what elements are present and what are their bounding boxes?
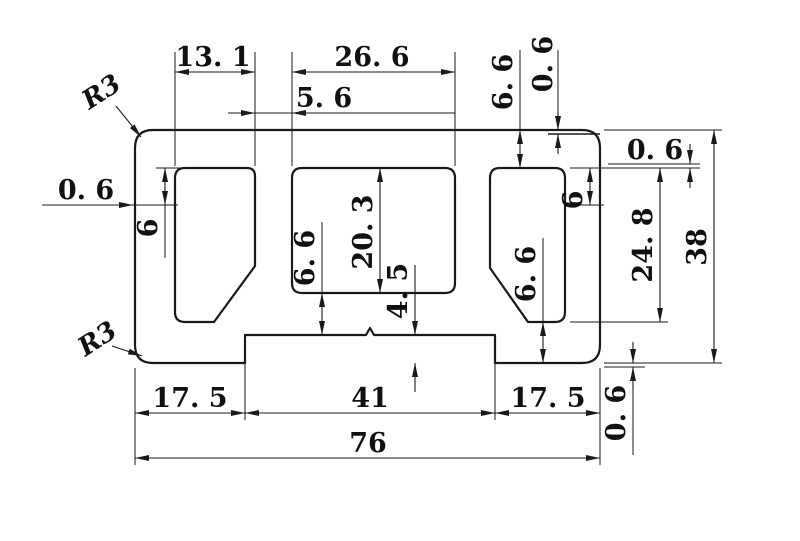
- dim-label-center-slot-height: 20. 3: [348, 194, 379, 269]
- dim-label-top-margin: 6. 6: [488, 54, 519, 110]
- dim-label-notch-width: 41: [351, 383, 389, 414]
- radius-leader-top: [115, 105, 142, 138]
- dim-label-right-step: 0. 6: [627, 135, 683, 166]
- dim-label-left-step: 0. 6: [58, 175, 114, 206]
- radius-label-bottom: R3: [72, 316, 122, 363]
- center-slot-cutout: [290, 166, 457, 295]
- dim-label-top-step: 0. 6: [528, 36, 559, 92]
- right-slot-cutout: [488, 166, 567, 324]
- left-slot-cutout: [173, 166, 257, 324]
- dimension-lines: [106, 69, 717, 461]
- dim-label-right-margin: 6: [558, 191, 589, 210]
- dim-label-overall-width: 76: [349, 428, 387, 459]
- part-outline: [133, 128, 602, 365]
- dim-label-slot-gap: 5. 6: [296, 83, 352, 114]
- radius-leader-bottom: [111, 345, 143, 357]
- dim-label-center-slot-to-notch: 6. 6: [290, 230, 321, 286]
- radius-leaders: [111, 105, 143, 357]
- dim-label-bottom-left-segment: 17. 5: [152, 383, 227, 414]
- dim-label-left-slot-width: 13. 1: [175, 42, 250, 73]
- dim-label-notch-depth: 4. 5: [383, 263, 414, 319]
- dim-label-bottom-step: 0. 6: [601, 385, 632, 441]
- dim-label-overall-height: 38: [682, 228, 713, 266]
- dimension-labels: 13. 1 26. 6 5. 6 6. 6 0. 6 R3 0. 6 6 24.…: [58, 36, 713, 459]
- dim-label-right-slot-height: 24. 8: [628, 207, 659, 282]
- dim-label-right-slot-to-bottom: 6. 6: [511, 246, 542, 302]
- dim-label-bottom-right-segment: 17. 5: [510, 383, 585, 414]
- outer-profile: [133, 128, 602, 365]
- dim-label-center-slot-width: 26. 6: [334, 42, 409, 73]
- dim-label-left-margin: 6: [133, 219, 164, 238]
